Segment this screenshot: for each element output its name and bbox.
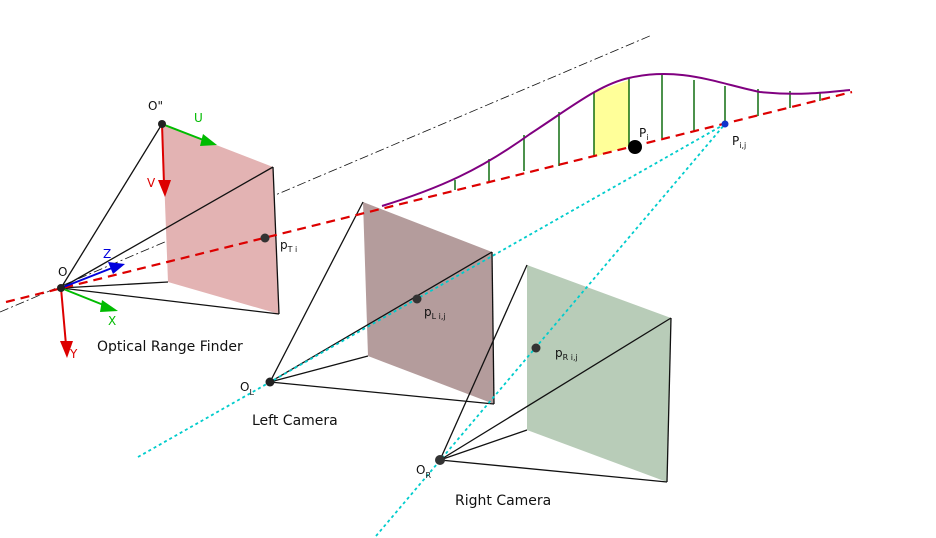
left-camera-image-plane: [363, 202, 494, 404]
z-axis-arrow: [108, 262, 125, 274]
range-finder-frustum: [60, 123, 280, 315]
origin-pp-label: O": [148, 99, 163, 113]
x-axis-arrow: [100, 300, 118, 312]
right-camera-caption: Right Camera: [455, 493, 551, 509]
range-finder-caption: Optical Range Finder: [97, 339, 243, 355]
origin-point: [57, 284, 65, 292]
p-i-point: [628, 140, 642, 154]
p-ij-point: [721, 120, 729, 128]
u-axis: [161, 123, 207, 142]
p-t-label: pT i: [280, 238, 297, 254]
y-axis-label: Y: [69, 347, 78, 361]
surface-curve: [381, 73, 851, 207]
left-camera-frame-right: [491, 251, 495, 405]
o-r-label: OR: [416, 463, 431, 480]
left-camera-ray: [137, 123, 726, 458]
v-axis-label: V: [147, 176, 156, 190]
v-axis: [161, 123, 165, 185]
range-finder-image-plane: [162, 124, 279, 314]
x-axis-label: X: [108, 314, 116, 328]
x-axis: [60, 287, 107, 307]
range-finder-frame-right: [272, 166, 280, 315]
hatch-lines: [454, 74, 821, 190]
p-ij-label: Pi,j: [732, 134, 746, 150]
u-axis-label: U: [194, 111, 203, 125]
laser-ray: [5, 90, 853, 304]
z-axis: [60, 267, 113, 289]
o-l-label: OL: [240, 380, 254, 397]
origin-pp-point: [158, 120, 166, 128]
right-camera-frustum: [439, 264, 672, 483]
p-t-point: [260, 233, 270, 243]
left-camera-caption: Left Camera: [252, 413, 338, 429]
p-r-label: pR i,j: [555, 346, 578, 362]
highlight-strip: [594, 80, 629, 157]
reference-line: [0, 34, 653, 313]
y-axis-arrow: [60, 341, 73, 358]
p-l-point: [412, 294, 422, 304]
y-axis: [60, 287, 67, 346]
u-axis-arrow: [200, 134, 217, 146]
o-r-point: [435, 455, 445, 465]
z-axis-label: Z: [103, 247, 111, 261]
p-r-point: [531, 343, 541, 353]
v-axis-arrow: [158, 180, 171, 197]
origin-label: O: [58, 265, 67, 279]
o-l-point: [265, 377, 275, 387]
p-i-label: Pi: [639, 126, 648, 142]
right-camera-frame-right: [666, 317, 672, 483]
p-l-label: pL i,j: [424, 305, 446, 321]
right-camera-image-plane: [527, 265, 671, 482]
